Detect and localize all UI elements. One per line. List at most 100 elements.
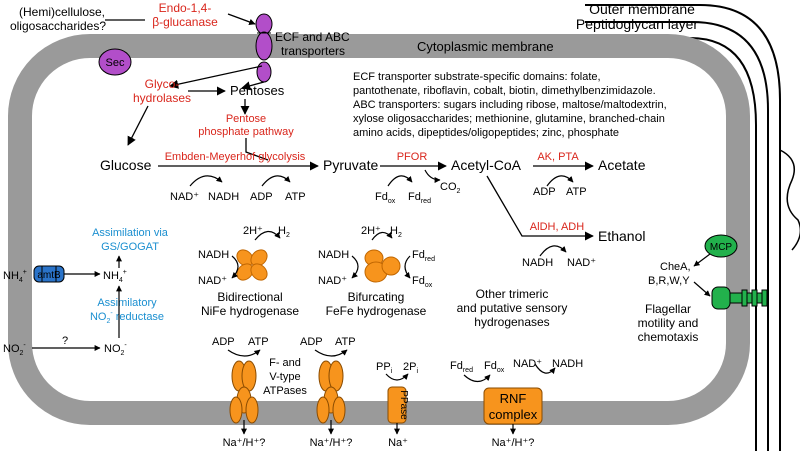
atpase-label-line3: ATPases <box>263 385 307 397</box>
rnf-line2: complex <box>489 407 538 422</box>
atpase-label-line1: F- and <box>269 357 301 369</box>
atpase2-ion: Na⁺/H⁺? <box>310 437 353 449</box>
co2-label: CO2 <box>440 181 461 195</box>
ethanol-nad: NAD⁺ <box>567 257 596 269</box>
co2-curve <box>424 169 441 183</box>
no2-question: ? <box>62 335 68 347</box>
ethanol-nadh-curve <box>539 245 567 257</box>
fefe-fd-red: Fdred <box>412 249 435 263</box>
ecf-abc-transporter <box>255 13 273 83</box>
pentoses-label: Pentoses <box>230 83 285 98</box>
mcp-receptor <box>704 234 738 258</box>
atpase2-atp: ATP <box>335 336 356 348</box>
fefe-h2: H2 <box>390 225 402 239</box>
ppp-line1: Pentose <box>226 113 266 125</box>
other-hydrogenases-line1: Other trimeric <box>476 287 549 301</box>
fefe-hydrogenase <box>364 249 401 283</box>
rnf-nadh: NADH <box>552 358 583 370</box>
ecf-abc-label-line2: transporters <box>281 44 345 58</box>
rnf-nad-curve <box>534 363 556 375</box>
ak-pta-label: AK, PTA <box>537 151 579 163</box>
atpase2-adp: ADP <box>300 336 323 348</box>
sec-translocon <box>98 48 132 76</box>
acetate-adp: ADP <box>533 186 556 198</box>
acetate-label: Acetate <box>598 157 646 173</box>
glycolysis-adp: ADP <box>250 191 273 203</box>
glycohydrolases-line1: Glyco- <box>145 77 180 91</box>
ppp-to-pyruvate-arrow <box>245 138 269 161</box>
mcp-to-che-arrow <box>693 253 711 267</box>
no2-inside: NO2- <box>104 342 127 357</box>
che-line2: B,R,W,Y <box>648 275 690 287</box>
transport-info-line: ABC transporters: sugars including ribos… <box>353 99 667 111</box>
atpase1-curve <box>227 349 261 357</box>
nife-2h: 2H⁺ <box>243 225 263 237</box>
fefe-label-line1: Bifurcating <box>348 290 405 304</box>
atpase-1 <box>229 360 259 424</box>
fefe-h2-curve <box>371 231 393 241</box>
flagellar-motor <box>711 286 768 310</box>
atpase2-curve <box>314 349 348 357</box>
nife-h2-curve <box>254 230 281 241</box>
flagellar-line1: Flagellar <box>645 302 691 316</box>
atpase1-atp: ATP <box>248 336 269 348</box>
nife-nad: NAD⁺ <box>198 275 227 287</box>
assimilation-line1: Assimilation via <box>92 227 169 239</box>
endoglucanase-line2: β-glucanase <box>152 15 218 29</box>
reductase-line2: NO2- reductase <box>90 310 164 325</box>
ethanol-label: Ethanol <box>598 228 645 244</box>
endoglucanase-line1: Endo-1,4- <box>159 1 212 15</box>
cytoplasmic-membrane <box>8 34 750 425</box>
rnf-fd-red: Fdred <box>450 360 473 374</box>
ppase-2pi: 2Pi <box>403 361 418 375</box>
ecf-abc-label-line1: ECF and ABC <box>275 30 350 44</box>
substrate-line2: oligosaccharides? <box>10 19 106 33</box>
outer-membrane-label: Outer membrane <box>589 1 695 17</box>
nife-label-line2: NiFe hydrogenase <box>201 304 299 318</box>
acetate-adp-atp-curve <box>546 175 574 187</box>
nad-nadh-curve <box>189 175 223 187</box>
other-hydrogenases-line2: and putative sensory <box>457 301 568 315</box>
nife-label-line1: Bidirectional <box>217 290 282 304</box>
pfor-label: PFOR <box>397 151 428 163</box>
transport-info-line: xylose oligosaccharides; methionine, glu… <box>353 113 665 125</box>
fefe-nadh: NADH <box>318 249 349 261</box>
outer-envelope <box>585 4 781 451</box>
glyco-to-glucose-arrow <box>127 105 149 146</box>
atpase-label-line2: V-type <box>269 371 300 383</box>
rnf-nad: NAD⁺ <box>513 358 542 370</box>
fefe-fd-curve <box>404 255 411 279</box>
pfor-fd-ox: Fdox <box>375 191 396 205</box>
glycolysis-nadh: NADH <box>208 191 239 203</box>
nife-hydrogenase <box>236 249 268 281</box>
transport-info-line: pantothenate, riboflavin, cobalt, biotin… <box>353 85 656 97</box>
ethanol-arrow <box>486 175 594 241</box>
adp-atp-curve <box>261 175 291 187</box>
substrate-line1: (Hemi)cellulose, <box>19 5 105 19</box>
acetyl-coa-label: Acetyl-CoA <box>451 157 522 173</box>
transporter-to-pentoses-arrow <box>241 81 265 91</box>
atpase-2 <box>316 360 346 424</box>
nife-nadh: NADH <box>198 249 229 261</box>
fefe-2h: 2H⁺ <box>361 225 381 237</box>
fefe-label-line2: FeFe hydrogenase <box>326 304 427 318</box>
pyruvate-label: Pyruvate <box>323 157 378 173</box>
glycohydrolases-line2: hydrolases <box>133 91 191 105</box>
aldh-adh-label: AlDH, ADH <box>530 221 584 233</box>
nh4-outside: NH4+ <box>3 269 27 284</box>
nh4-inside: NH4+ <box>103 269 127 284</box>
transport-info-line: amino acids, dipeptides/oligopeptides; z… <box>353 127 619 139</box>
other-hydrogenases-line3: hydrogenases <box>474 315 549 329</box>
mcp-label: MCP <box>710 242 733 253</box>
nife-h2: H2 <box>278 225 290 239</box>
pfor-fd-red: Fdred <box>408 191 431 205</box>
atpase1-ion: Na⁺/H⁺? <box>223 437 266 449</box>
glucose-label: Glucose <box>100 157 152 173</box>
sec-label: Sec <box>106 57 125 69</box>
fefe-nad-curve <box>351 255 359 279</box>
ppase-ion: Na⁺ <box>388 437 408 449</box>
atpase1-adp: ADP <box>212 336 235 348</box>
assimilation-line2: GS/GOGAT <box>101 241 159 253</box>
